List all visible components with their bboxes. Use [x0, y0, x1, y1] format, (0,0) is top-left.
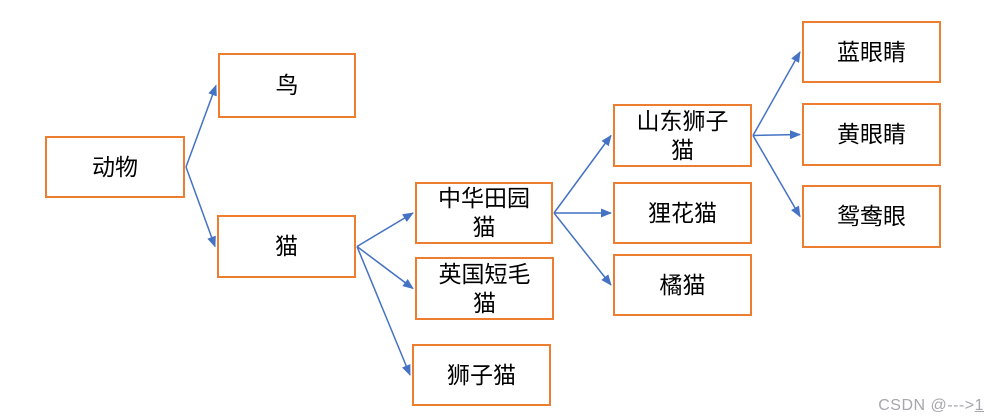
watermark: CSDN @--->1 [878, 397, 984, 415]
node-label: 中华田园 猫 [438, 185, 530, 240]
node-animal: 动物 [45, 136, 185, 198]
node-label: 橘猫 [659, 271, 706, 298]
node-label: 蓝眼睛 [837, 38, 906, 65]
node-label: 鸟 [275, 72, 299, 99]
edge-animal-cat [185, 166, 216, 248]
node-lion-cat: 狮子猫 [412, 344, 551, 406]
node-cat: 猫 [217, 215, 356, 278]
node-shandong-lion-cat: 山东狮子 猫 [613, 104, 752, 167]
node-label: 狸花猫 [648, 199, 717, 226]
node-label: 动物 [92, 153, 138, 180]
edge-shandong-lion-cat-odd-eyes [752, 135, 801, 218]
watermark-username: 1 [974, 397, 984, 414]
edge-chinese-pastoral-cat-shandong-lion-cat [553, 134, 612, 214]
edge-cat-lion-cat [356, 246, 411, 376]
edge-chinese-pastoral-cat-orange-cat [553, 212, 612, 286]
node-label: 鸳鸯眼 [837, 203, 906, 230]
edge-animal-bird [185, 84, 217, 168]
node-label: 狮子猫 [447, 361, 516, 388]
node-bird: 鸟 [218, 53, 356, 118]
edge-cat-british-shorthair-cat [356, 245, 414, 290]
node-yellow-eyes: 黄眼睛 [802, 103, 941, 166]
edge-shandong-lion-cat-blue-eyes [752, 51, 801, 136]
node-label: 猫 [275, 233, 298, 260]
node-label: 黄眼睛 [837, 121, 906, 148]
edge-cat-chinese-pastoral-cat [356, 212, 414, 248]
node-chinese-pastoral-cat: 中华田园 猫 [415, 182, 553, 244]
node-british-shorthair-cat: 英国短毛 猫 [415, 257, 554, 320]
node-dragon-li-cat: 狸花猫 [613, 182, 752, 244]
node-odd-eyes: 鸳鸯眼 [802, 185, 941, 248]
node-label: 英国短毛 猫 [438, 260, 531, 316]
node-orange-cat: 橘猫 [613, 254, 752, 316]
node-blue-eyes: 蓝眼睛 [802, 21, 941, 83]
node-label: 山东狮子 猫 [636, 107, 729, 163]
edge-shandong-lion-cat-yellow-eyes [752, 130, 801, 140]
watermark-text: CSDN @---> [878, 397, 975, 414]
